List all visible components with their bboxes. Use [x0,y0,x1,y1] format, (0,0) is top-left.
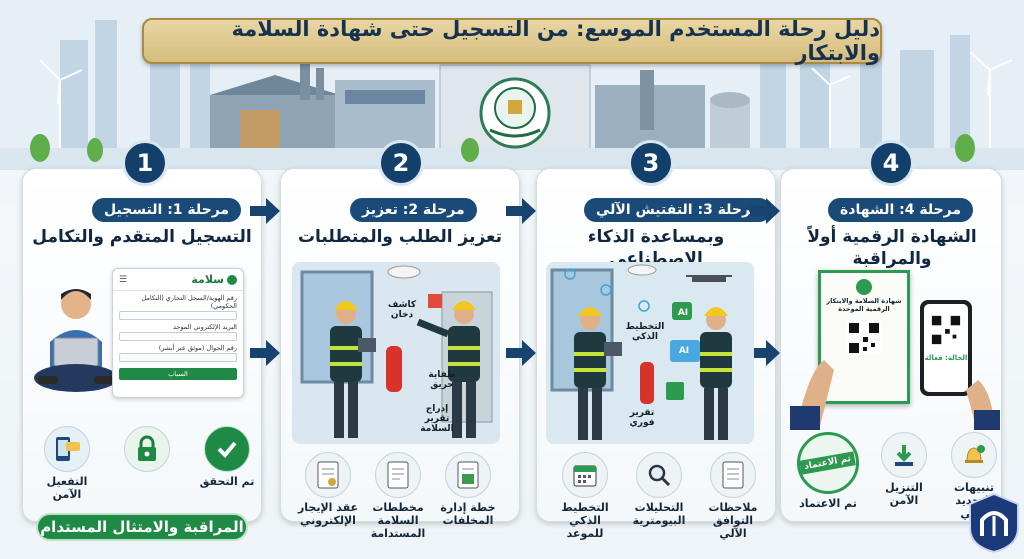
field-label-email: البريد الإلكتروني الموحد [172,323,237,331]
stage-number-3: 3 [628,140,674,186]
icon-label: مخططات السلامة المستدامة [370,501,426,540]
ai-badge-1: AI [677,308,689,318]
field-label-phone: رقم الجوال (موثق عبر أبشر) [158,344,237,352]
arrow-right-icon [250,198,280,224]
form-brand: سلامة [191,273,224,286]
menu-icon[interactable]: ☰ [119,274,128,285]
logo-icon [227,274,237,285]
safety-report-label: إدراج تقرير السلامة [420,404,454,434]
check-icon [204,426,250,472]
phone-status: الحالة: فعالة [924,354,968,362]
authority-logo-icon [479,77,551,149]
sms-phone-icon [44,426,90,472]
approved-stamp-icon: تم الاعتماد [797,432,859,494]
icon-label: تم الاعتماد [799,497,857,510]
stage-number-1: 1 [122,140,168,186]
phase-label-3: مرحلة 3: التفتيش الآلي [584,198,772,222]
stage-number-4: 4 [868,140,914,186]
smart-plan-label: التخطيط الذكي [625,322,665,342]
smoke-detector-label: كاشف دخان [387,300,417,320]
fire-extinguisher-label: طفاية حريق [428,370,456,390]
digital-certificate: شهادة السلامة والابتكار الرقمية الموحدة [818,270,910,404]
icon-label: ملاحظات التوافق الآلي [708,501,758,540]
approved-stamp-text: تم الاعتماد [799,451,857,475]
compliance-doc-icon [710,452,756,498]
stage-2-scene [292,262,500,444]
icon-label: التخطيط الذكي للموعد [561,501,609,540]
certificate-heading: شهادة السلامة والابتكار الرقمية الموحدة [826,297,902,313]
stage-3-scene [546,262,754,444]
monitoring-banner: المراقبة والامتثال المستدام [36,513,248,541]
bell-icon [951,432,997,478]
person-laptop-illustration [34,289,118,392]
contract-doc-icon [305,452,351,498]
corner-emblem-icon [969,492,1019,554]
instant-report-label: تقرير فوري [629,408,655,428]
id-input[interactable] [119,311,237,320]
magnifier-icon [636,452,682,498]
qr-code-icon [847,321,881,355]
icon-label: التحليلات البيومترية [632,501,686,527]
icon-label: التنزيل الآمن [885,481,923,507]
title-banner: دليل رحلة المستخدم الموسع: من التسجيل حت… [142,17,882,65]
waste-plan-icon [445,452,491,498]
stage-1-icons: التفعيل الآمن تم التحقق [36,426,258,501]
phase-label-4: مرحلة 4: الشهادة [828,198,974,222]
stage-title-2: تعزيز الطلب والمتطلبات [297,227,503,247]
stage-number-2: 2 [378,140,424,186]
stage-2-icons: عقد الإيجار الإلكتروني مخططات السلامة ال… [296,452,500,540]
arrow-right-icon [250,340,280,366]
lock-fingerprint-icon [124,426,170,472]
certificate-emblem-icon [856,279,872,295]
arrow-right-icon [750,340,780,366]
phase-label-2: مرحلة 2: تعزيز [350,198,477,222]
hands-illustration [790,360,1000,430]
icon-label: خطة إدارة المخلفات [440,501,496,527]
mobile-phone: الحالة: فعالة [920,300,972,396]
stage-title-1: التسجيل المتقدم والتكامل [32,227,252,247]
icon-label: تم التحقق [199,475,255,488]
stage-4-icons: تم الاعتماد تم الاعتماد التنزيل الآمن تن… [792,432,1004,520]
stage-title-4: الشهادة الرقمية أولاً والمراقبة [807,227,977,269]
arrow-right-icon [506,198,536,224]
page-title: دليل رحلة المستخدم الموسع: من التسجيل حت… [231,17,880,65]
arrow-right-icon [506,340,536,366]
registration-form-card: ☰ سلامة رقم الهوية/السجل التجاري (التكام… [112,268,244,398]
phase-label-1: مرحلة 1: التسجيل [92,198,242,222]
icon-label: عقد الإيجار الإلكتروني [297,501,359,527]
submit-button[interactable]: السباب [119,368,237,380]
calendar-icon [562,452,608,498]
phone-input[interactable] [119,353,237,362]
icon-label: التفعيل الآمن [46,475,88,501]
download-icon [881,432,927,478]
field-label-id: رقم الهوية/السجل التجاري (التكامل الحكوم… [141,294,237,310]
safety-plan-icon [375,452,421,498]
qr-code-icon [930,314,962,346]
ai-badge-2: AI [678,346,690,356]
stage-3-icons: التخطيط الذكي للموعد التحليلات البيومتري… [552,452,766,540]
email-input[interactable] [119,332,237,341]
arrow-right-icon [750,198,780,224]
